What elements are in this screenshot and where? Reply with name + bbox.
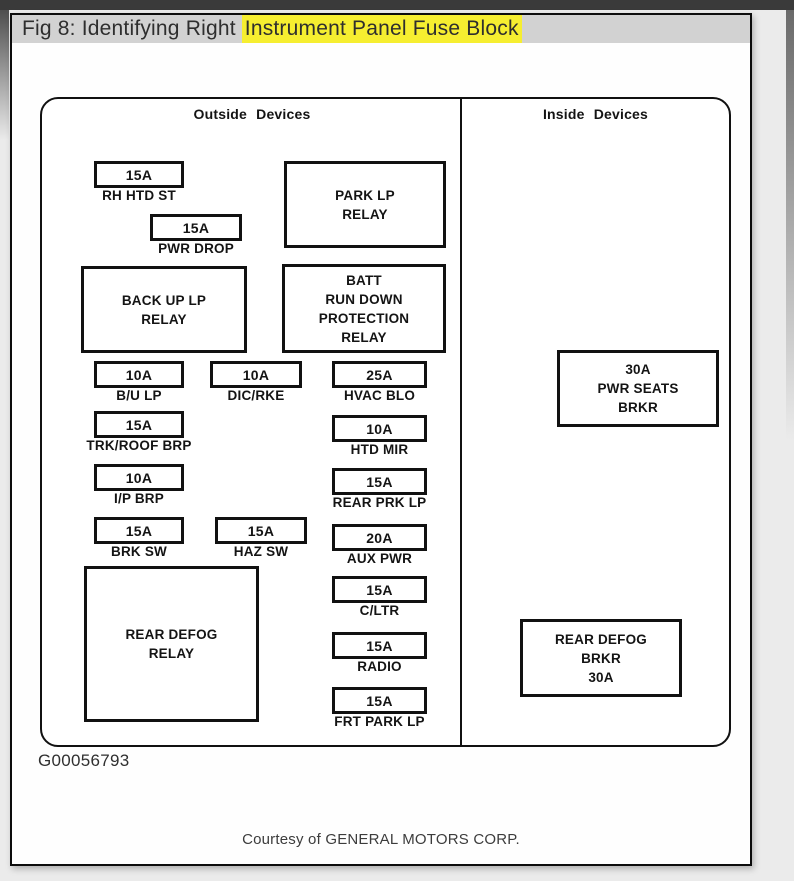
block-batt-run-down-protection-relay: BATT RUN DOWN PROTECTION RELAY bbox=[282, 264, 446, 353]
fuse-hvac-blo: 25A HVAC BLO bbox=[332, 361, 427, 403]
fuse-label: AUX PWR bbox=[346, 551, 413, 566]
block-text-line: RELAY bbox=[148, 646, 195, 661]
block-text-line: BRKR bbox=[618, 400, 658, 415]
block-text-line: REAR DEFOG bbox=[125, 627, 218, 642]
fuse-amp-rating: 15A bbox=[125, 416, 153, 433]
section-label-inside-devices: Inside Devices bbox=[542, 106, 649, 122]
section-label-outside-devices: Outside Devices bbox=[193, 106, 311, 122]
fuse-label: DIC/RKE bbox=[227, 388, 285, 403]
fuse-label: B/U LP bbox=[116, 388, 162, 403]
figure-title-prefix: Fig 8: Identifying Right bbox=[22, 17, 242, 40]
fuse-label: BRK SW bbox=[111, 544, 167, 559]
block-text-line: RELAY bbox=[341, 329, 387, 345]
block-30a-pwr-seats-brkr: 30A PWR SEATS BRKR bbox=[557, 350, 719, 427]
fuse-label: HTD MIR bbox=[350, 442, 409, 457]
right-frame-shadow bbox=[786, 10, 794, 440]
fuse-rear-prk-lp: 15A REAR PRK LP bbox=[332, 468, 427, 510]
fuse-amp-rating: 15A bbox=[125, 522, 153, 539]
fuse-amp-rating: 10A bbox=[125, 469, 153, 486]
fuse-haz-sw: 15A HAZ SW bbox=[215, 517, 307, 559]
fuse-amp-rating: 15A bbox=[182, 219, 210, 236]
document-page: Fig 8: Identifying Right Instrument Pane… bbox=[10, 13, 752, 866]
fuse-frt-park-lp: 15A FRT PARK LP bbox=[332, 687, 427, 729]
fuse-pwr-drop: 15A PWR DROP bbox=[150, 214, 242, 256]
block-text-line: 30A bbox=[588, 669, 614, 685]
block-text-line: PARK LP bbox=[335, 187, 395, 203]
fuse-amp-rating: 15A bbox=[366, 637, 393, 654]
fuse-label: REAR PRK LP bbox=[332, 495, 427, 510]
fuse-label: I/P BRP bbox=[114, 491, 164, 506]
fuse-dic-rke: 10A DIC/RKE bbox=[210, 361, 302, 403]
fuse-amp-rating: 15A bbox=[125, 166, 153, 183]
block-back-up-lp-relay: BACK UP LP RELAY bbox=[81, 266, 247, 353]
fuse-aux-pwr: 20A AUX PWR bbox=[332, 524, 427, 566]
block-rear-defog-brkr-30a: REAR DEFOG BRKR 30A bbox=[520, 619, 682, 697]
fuse-amp-rating: 10A bbox=[366, 420, 393, 437]
block-text-line: 30A bbox=[625, 362, 651, 377]
fuse-label: RADIO bbox=[357, 659, 402, 674]
figure-title-highlight: Instrument Panel Fuse Block bbox=[241, 15, 522, 43]
fuse-trk-roof-brp: 15A TRK/ROOF BRP bbox=[86, 411, 191, 453]
block-text-line: REAR DEFOG bbox=[554, 631, 647, 647]
fuse-amp-rating: 15A bbox=[247, 522, 275, 539]
fuse-label: TRK/ROOF BRP bbox=[86, 438, 192, 453]
section-divider-line bbox=[460, 99, 462, 745]
fuse-c-ltr: 15A C/LTR bbox=[332, 576, 427, 618]
block-text-line: RELAY bbox=[342, 206, 388, 222]
block-park-lp-relay: PARK LP RELAY bbox=[284, 161, 446, 248]
block-text-line: BRKR bbox=[581, 650, 621, 666]
fuse-label: FRT PARK LP bbox=[334, 714, 425, 729]
fuse-amp-rating: 15A bbox=[366, 692, 393, 709]
block-text-line: PWR SEATS bbox=[597, 381, 679, 396]
fuse-b-u-lp: 10A B/U LP bbox=[94, 361, 184, 403]
fuse-amp-rating: 15A bbox=[366, 473, 393, 490]
block-text-line: RUN DOWN bbox=[325, 291, 403, 307]
fuse-amp-rating: 10A bbox=[125, 366, 153, 383]
fuse-brk-sw: 15A BRK SW bbox=[94, 517, 184, 559]
fuse-label: HVAC BLO bbox=[343, 388, 416, 403]
fuse-amp-rating: 15A bbox=[366, 581, 393, 598]
fuse-label: HAZ SW bbox=[233, 544, 289, 559]
fuse-htd-mir: 10A HTD MIR bbox=[332, 415, 427, 457]
courtesy-credit: Courtesy of GENERAL MOTORS CORP. bbox=[242, 831, 520, 848]
fuse-amp-rating: 10A bbox=[242, 366, 270, 383]
figure-id: G00056793 bbox=[38, 751, 130, 770]
block-text-line: BACK UP LP bbox=[121, 292, 207, 308]
block-rear-defog-relay: REAR DEFOG RELAY bbox=[84, 566, 259, 722]
fuse-amp-rating: 25A bbox=[366, 366, 393, 383]
fuse-label: RH HTD ST bbox=[102, 188, 176, 203]
block-text-line: RELAY bbox=[141, 311, 187, 327]
fuse-label: C/LTR bbox=[359, 603, 400, 618]
figure-title: Fig 8: Identifying Right Instrument Pane… bbox=[12, 15, 750, 43]
fuse-block-diagram: Outside Devices Inside Devices 15A RH HTD… bbox=[40, 97, 731, 747]
fuse-amp-rating: 20A bbox=[366, 529, 393, 546]
fuse-label: PWR DROP bbox=[158, 241, 234, 256]
block-text-line: PROTECTION bbox=[318, 310, 410, 326]
window-top-bar bbox=[0, 0, 794, 10]
fuse-rh-htd-st: 15A RH HTD ST bbox=[94, 161, 184, 203]
fuse-radio: 15A RADIO bbox=[332, 632, 427, 674]
left-frame-shadow bbox=[0, 10, 9, 140]
fuse-i-p-brp: 10A I/P BRP bbox=[94, 464, 184, 506]
block-text-line: BATT bbox=[346, 272, 382, 288]
